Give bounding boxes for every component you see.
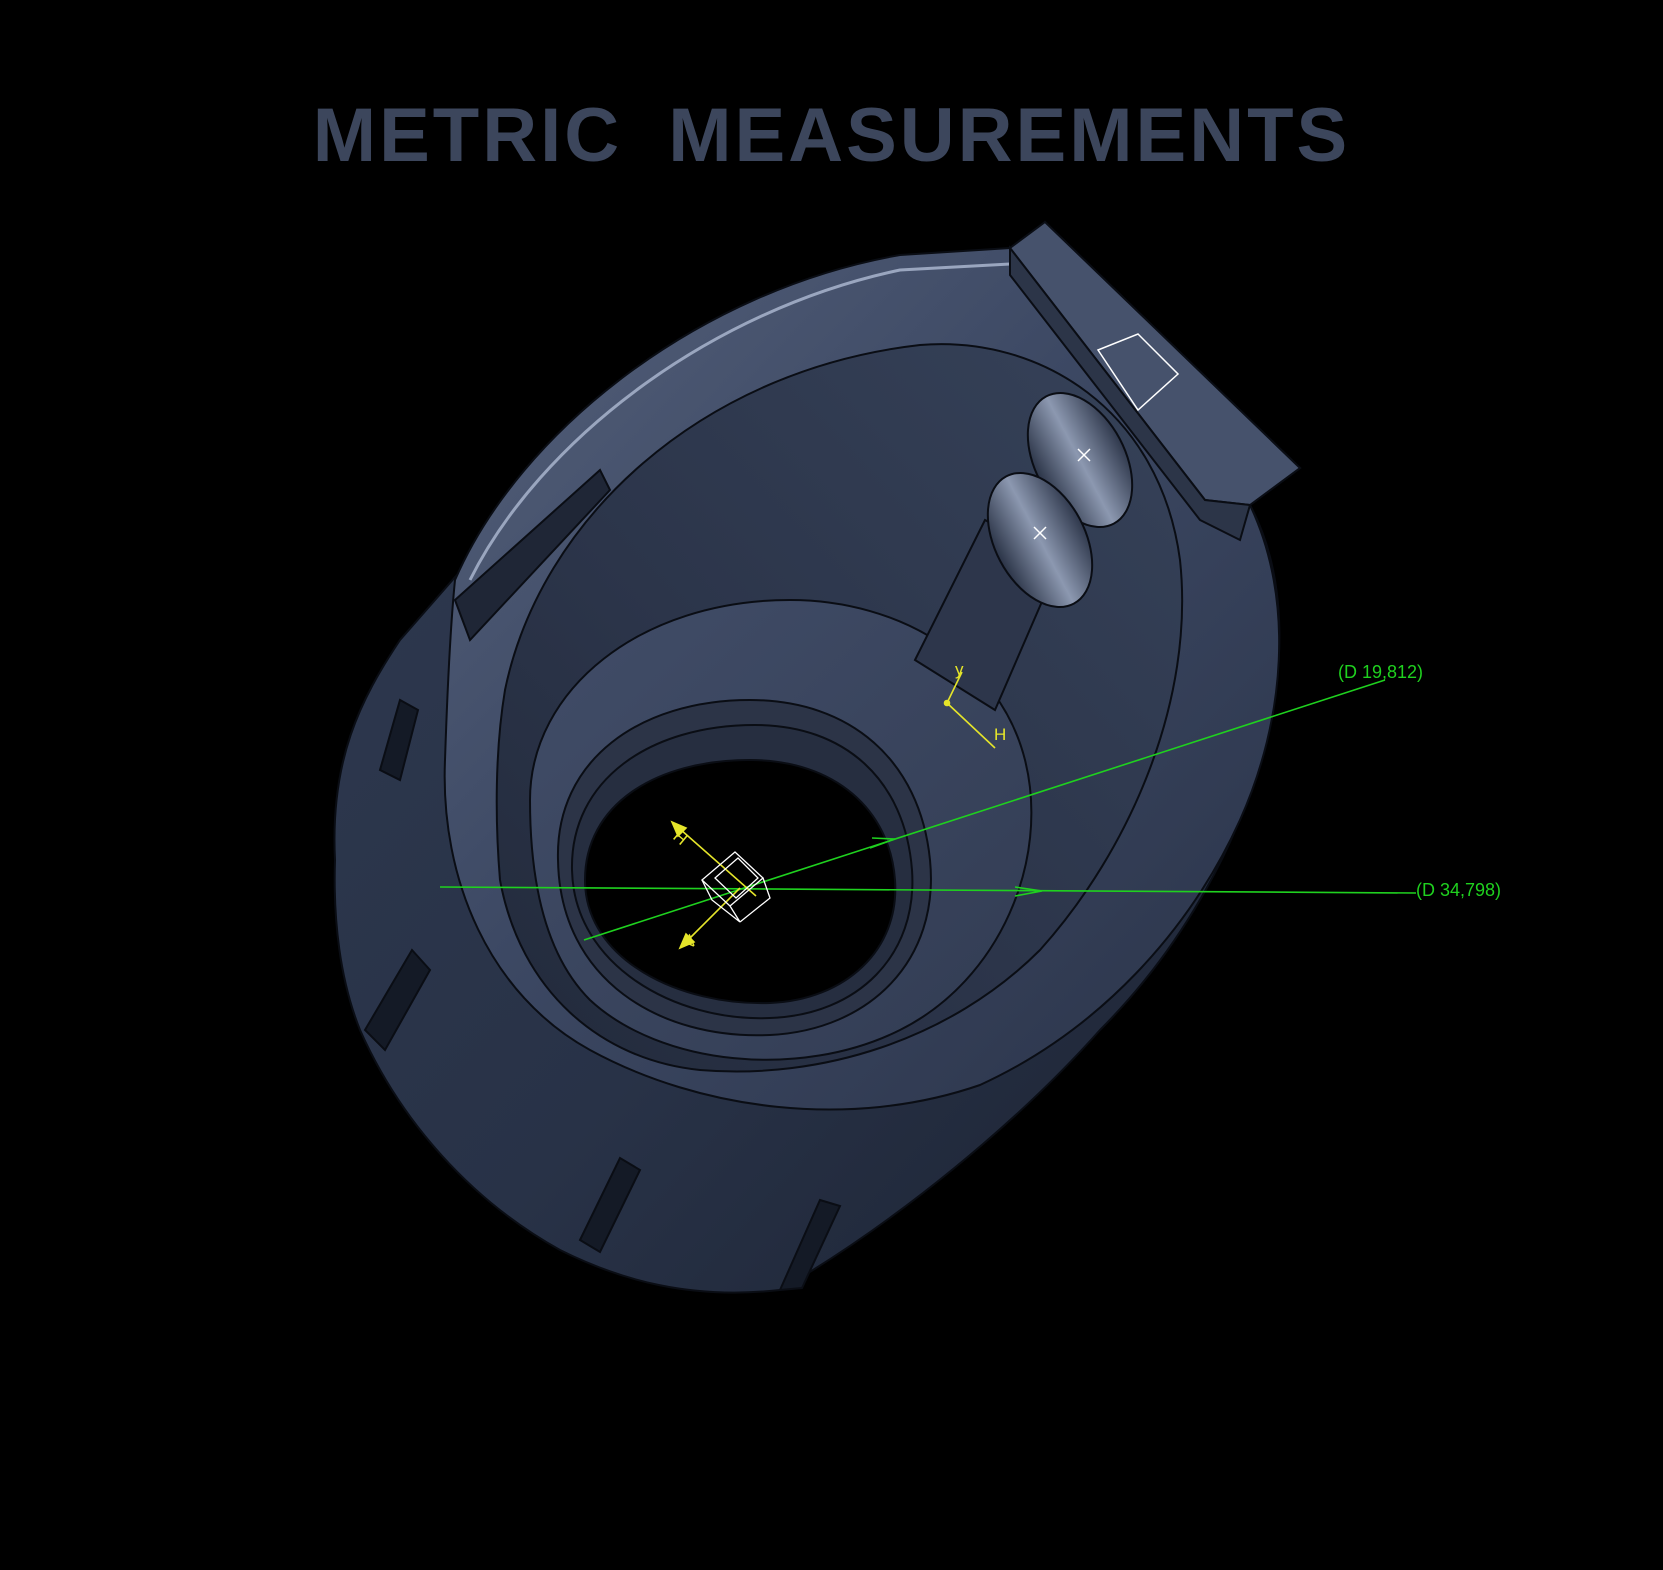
mount-tab-side — [1009, 245, 1252, 542]
origin-axis-arrow-top — [670, 820, 688, 838]
rim-highlight — [468, 262, 1011, 581]
dimension-label-d19[interactable]: (D 19,812) — [1338, 662, 1423, 682]
body-slot-bottom-right — [778, 1198, 842, 1292]
body-slot-bottom — [578, 1156, 642, 1254]
body-slot-left — [363, 948, 432, 1052]
sketch-axis-v-label: y — [955, 660, 964, 679]
page-title: METRIC MEASUREMENTS — [312, 93, 1351, 178]
sketch-axis-h-line — [946, 702, 996, 749]
origin-axis-line — [671, 821, 757, 897]
sketch-axis-origin — [943, 699, 951, 707]
origin-axis[interactable] — [670, 820, 757, 950]
origin-axis-arrow-bottom — [678, 932, 696, 950]
origin-cube-marker[interactable] — [701, 851, 771, 923]
sketch-axis-v-line — [946, 671, 963, 704]
boss-lower — [986, 472, 1094, 608]
sketch-axis[interactable] — [943, 671, 996, 749]
dimension-arrow-d19 — [869, 837, 896, 849]
body-slot-upper-left — [378, 698, 420, 782]
dimension-line-d19[interactable] — [583, 679, 1386, 941]
dimension-line-d34[interactable] — [439, 886, 1417, 894]
boss-upper-center-marker[interactable] — [1077, 448, 1091, 462]
sketch-axis-h-label: H — [994, 725, 1006, 744]
part-body[interactable] — [333, 220, 1302, 1294]
boss-markers — [1033, 448, 1091, 540]
dimension-annotations — [439, 679, 1417, 941]
inner-slot-left — [453, 468, 612, 642]
tab-plane-symbol[interactable] — [1096, 333, 1180, 412]
dimension-arrow-d34 — [1014, 886, 1043, 897]
dimension-label-d34[interactable]: (D 34,798) — [1416, 880, 1501, 900]
boss-lower-center-marker[interactable] — [1033, 526, 1047, 540]
